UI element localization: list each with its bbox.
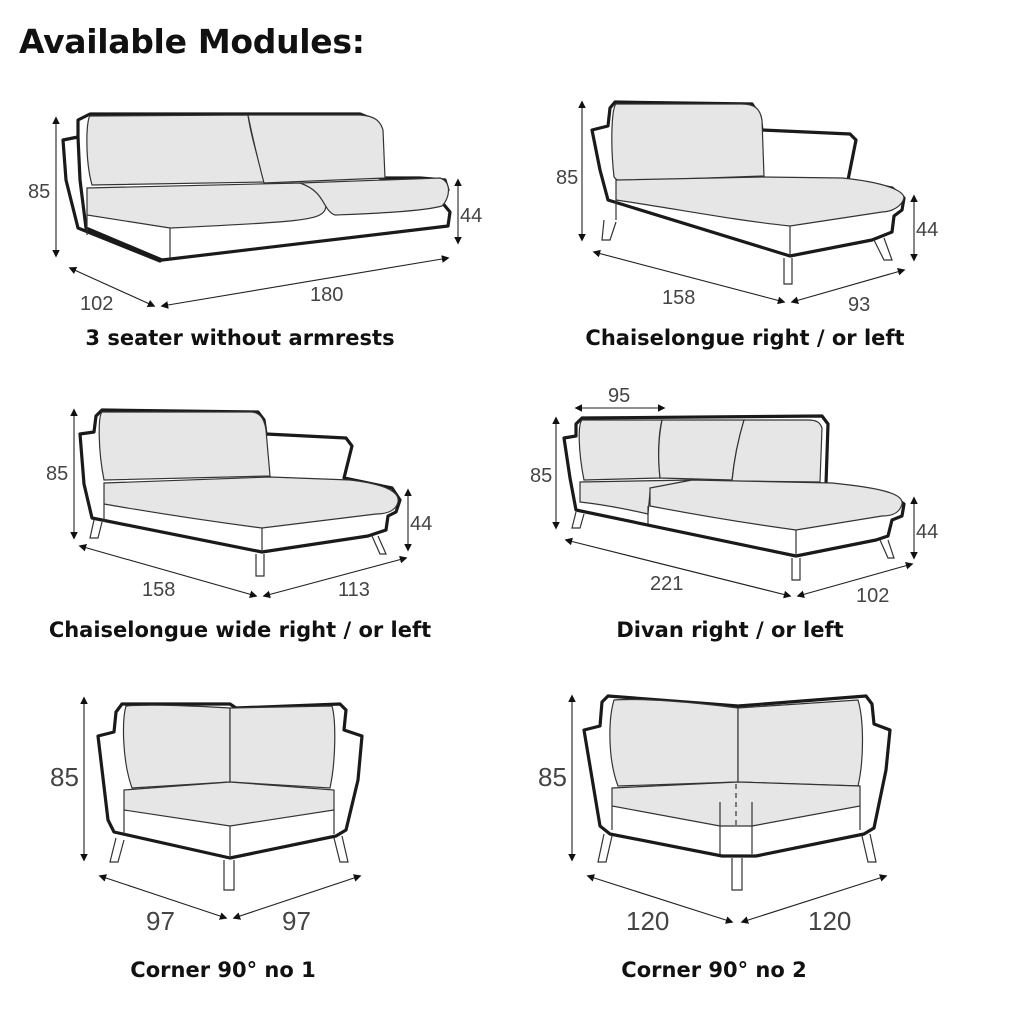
dim-height: 85: [538, 762, 567, 792]
dim-depth: 93: [848, 294, 870, 316]
dim-side-b: 120: [808, 906, 851, 936]
dim-height: 85: [46, 463, 68, 485]
dim-height: 85: [556, 167, 578, 189]
corner-1-drawing: 85 97 97: [50, 696, 364, 936]
module-chaiselongue: 85 44 158 93 Chaiselongue right / or lef…: [512, 80, 1024, 370]
dim-length: 158: [142, 579, 175, 601]
module-caption: Corner 90° no 2: [621, 958, 807, 982]
chaiselongue-drawing: 85 44 158 93: [556, 100, 938, 316]
dim-side-a: 120: [626, 906, 669, 936]
module-corner-2: 85 120 120 Corner 90° no 2: [512, 680, 1024, 1000]
dim-seat-height: 44: [410, 513, 432, 535]
divan-drawing: 95 85 44 221 102: [530, 385, 938, 607]
dim-width: 180: [310, 284, 343, 306]
dim-depth: 102: [80, 293, 113, 315]
module-corner-1: 85 97 97 Corner 90° no 1: [0, 680, 512, 1000]
dim-back-cushion-width: 95: [608, 385, 630, 407]
sofa-3-seater-drawing: 85 44 102 180: [28, 112, 482, 315]
page-title: Available Modules:: [19, 22, 365, 61]
module-caption: Corner 90° no 1: [130, 958, 316, 982]
dim-length: 158: [662, 287, 695, 309]
module-caption: 3 seater without armrests: [85, 326, 395, 350]
dim-side-a: 97: [146, 906, 175, 936]
corner-2-drawing: 85 120 120: [538, 694, 892, 936]
dim-seat-height: 44: [460, 205, 482, 227]
module-divan: 95 85 44 221 102 Divan right / or left: [512, 380, 1024, 650]
dim-seat-height: 44: [916, 219, 938, 241]
module-caption: Chaiselongue wide right / or left: [48, 618, 432, 642]
module-chaiselongue-wide: 85 44 158 113 Chaiselongue wide right / …: [0, 390, 512, 650]
dim-depth: 102: [856, 585, 889, 607]
dim-seat-height: 44: [916, 521, 938, 543]
dim-height: 85: [28, 181, 50, 203]
module-caption: Divan right / or left: [616, 618, 844, 642]
chaiselongue-wide-drawing: 85 44 158 113: [46, 408, 432, 601]
dim-length: 221: [650, 573, 683, 595]
dim-height: 85: [530, 465, 552, 487]
dim-height: 85: [50, 762, 79, 792]
dim-depth: 113: [338, 579, 370, 601]
module-3-seater: 85 44 102 180 3 seater without armrests: [0, 0, 512, 360]
dim-side-b: 97: [282, 906, 311, 936]
module-caption: Chaiselongue right / or left: [585, 326, 905, 350]
